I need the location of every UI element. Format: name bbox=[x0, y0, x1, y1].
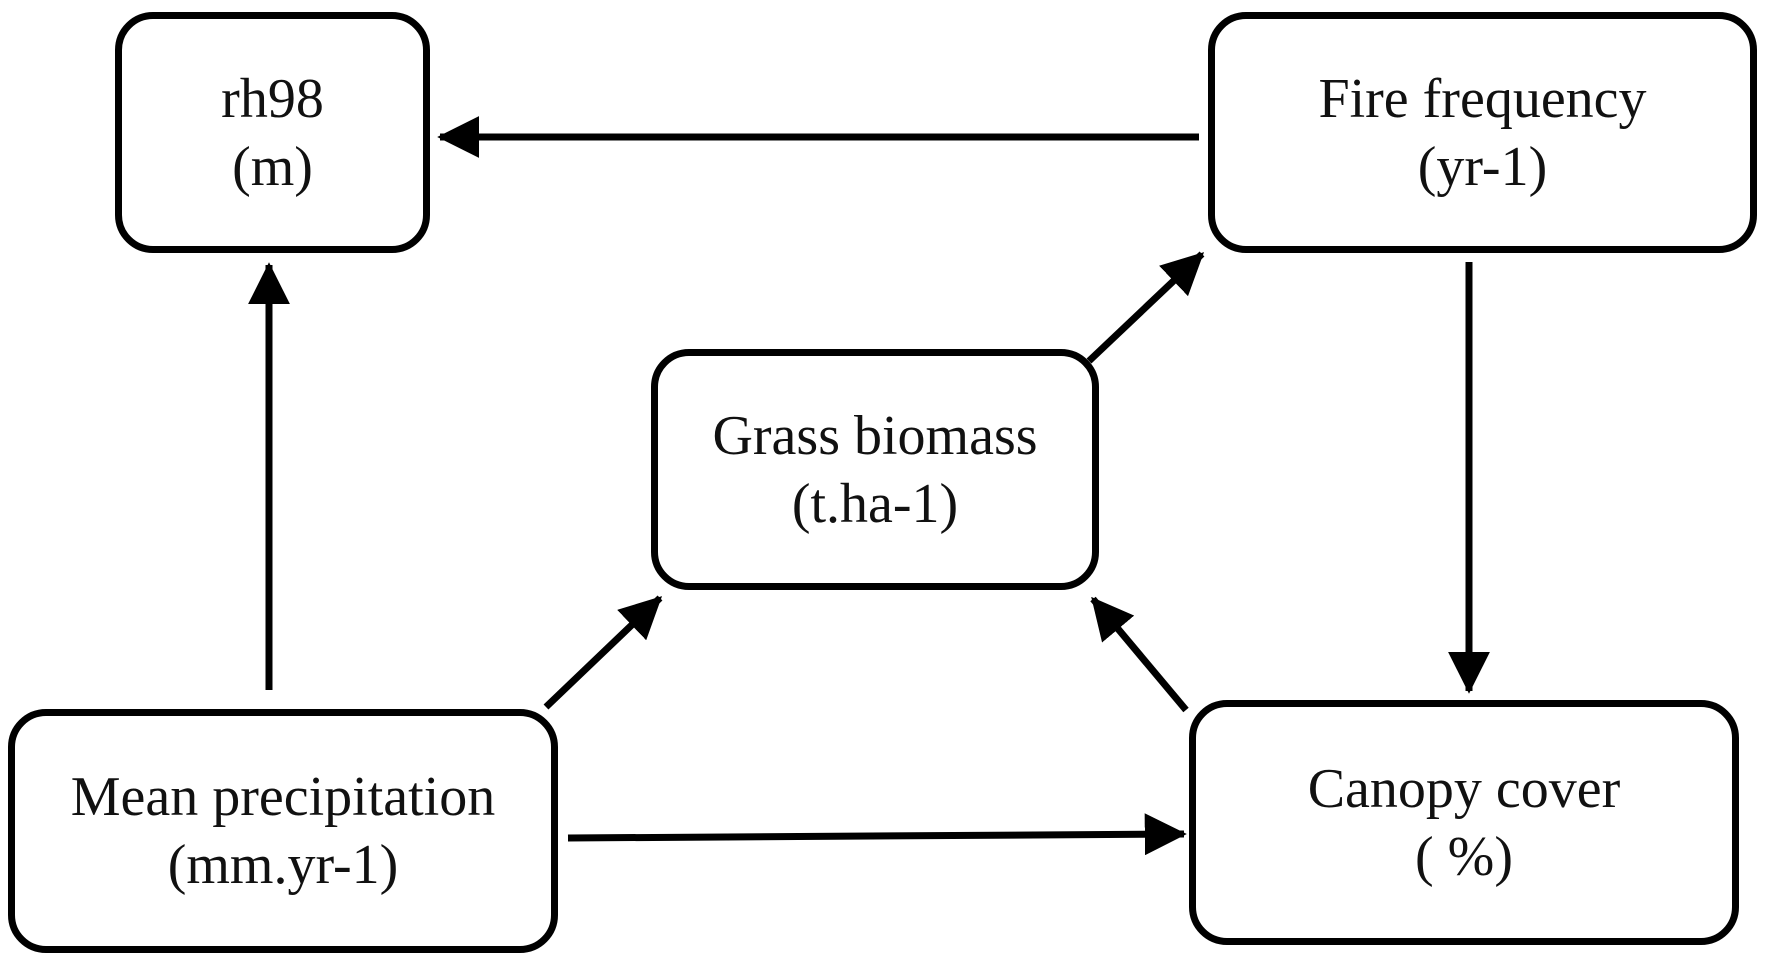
node-grass-biomass-unit: (t.ha-1) bbox=[791, 472, 959, 535]
arrow-grass-to-fire bbox=[1086, 251, 1205, 364]
node-canopy-cover-unit: ( %) bbox=[1415, 825, 1513, 888]
node-rh98-unit: (m) bbox=[232, 135, 313, 198]
node-mean-precipitation-unit: (mm.yr-1) bbox=[167, 834, 399, 896]
arrow-precip-to-grass bbox=[543, 595, 663, 710]
node-fire-frequency-unit: (yr-1) bbox=[1417, 135, 1548, 198]
node-rh98-label: rh98 bbox=[221, 67, 324, 130]
node-mean-precipitation-label: Mean precipitation bbox=[70, 766, 496, 828]
node-canopy-cover: Canopy cover ( %) bbox=[1189, 700, 1739, 945]
node-rh98: rh98 (m) bbox=[115, 12, 430, 253]
node-grass-biomass-label: Grass biomass bbox=[712, 404, 1038, 467]
node-canopy-cover-label: Canopy cover bbox=[1307, 757, 1621, 820]
node-grass-biomass: Grass biomass (t.ha-1) bbox=[651, 349, 1099, 590]
node-fire-frequency-label: Fire frequency bbox=[1318, 67, 1647, 130]
arrow-canopy-to-grass bbox=[1090, 596, 1189, 713]
node-fire-frequency: Fire frequency (yr-1) bbox=[1208, 12, 1757, 253]
arrow-precip-to-canopy bbox=[567, 813, 1187, 856]
node-mean-precipitation: Mean precipitation (mm.yr-1) bbox=[8, 709, 558, 953]
